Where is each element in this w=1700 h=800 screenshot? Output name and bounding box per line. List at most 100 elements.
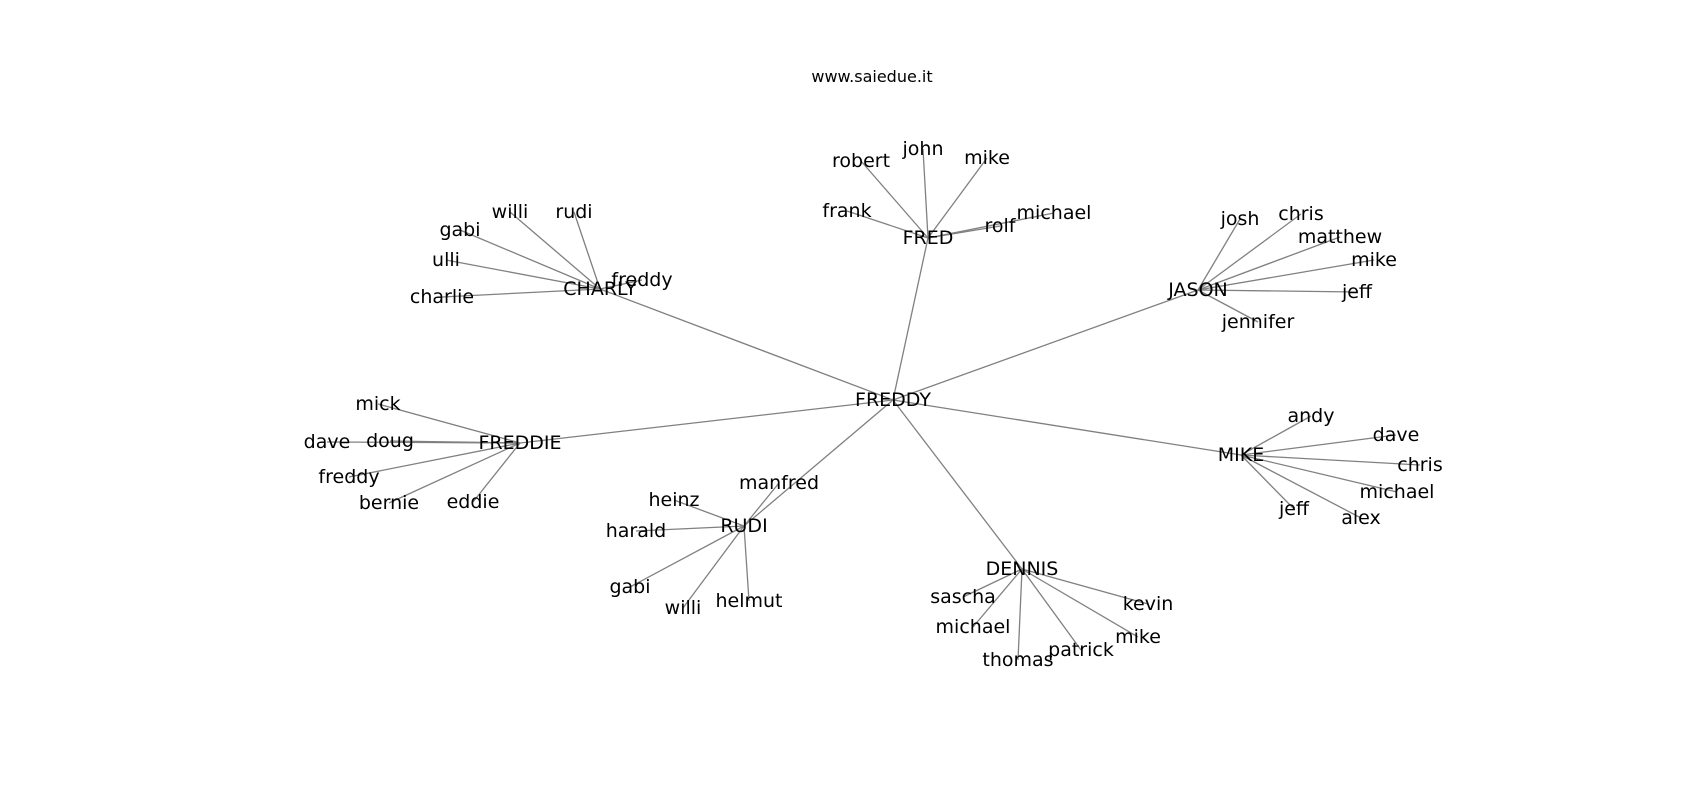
edge-hub-leaf (846, 210, 929, 239)
leaf-node-label: heinz (648, 489, 699, 511)
leaf-node-label: dave (304, 431, 351, 453)
leaf-node-label: alex (1341, 507, 1381, 529)
leaf-node-label: helmut (715, 590, 782, 612)
leaf-node-label: charlie (410, 286, 474, 308)
edge-hub-leaf (673, 499, 745, 527)
edge-hub-leaf (1021, 568, 1149, 605)
hub-node-label: MIKE (1218, 444, 1264, 466)
edge-hub-leaf (1021, 568, 1139, 638)
leaf-node-label: matthew (1298, 226, 1382, 248)
hub-node-label: CHARLY (563, 278, 637, 300)
page-title: www.saiedue.it (811, 67, 932, 86)
leaf-node-label: patrick (1048, 639, 1114, 661)
edge-root-hub (519, 399, 894, 444)
leaf-node-label: sascha (930, 586, 996, 608)
leaf-node-label: doug (366, 430, 414, 452)
edge-root-hub (892, 237, 929, 401)
edge-hub-leaf (743, 525, 750, 602)
leaf-node-label: chris (1397, 454, 1442, 476)
leaf-node-label: freddy (318, 466, 379, 488)
edge-hub-leaf (927, 212, 1055, 239)
edge-hub-leaf (927, 225, 1001, 239)
leaf-node-label: mike (964, 147, 1010, 169)
hub-node-label: DENNIS (986, 558, 1059, 580)
edge-hub-leaf (629, 525, 745, 588)
edge-hub-leaf (1017, 568, 1023, 661)
leaf-node-label: michael (936, 616, 1011, 638)
leaf-node-label: john (902, 138, 944, 160)
hub-node-label: JASON (1167, 279, 1228, 301)
leaf-node-label: mike (1115, 626, 1161, 648)
edge-hub-leaf (573, 211, 601, 290)
leaf-node-label: jennifer (1221, 311, 1295, 333)
edge-hub-leaf (743, 482, 780, 527)
edge-hub-leaf (1240, 434, 1397, 456)
edge-hub-leaf (1197, 289, 1358, 293)
edge-hub-leaf (1197, 213, 1302, 291)
leaf-node-label: mike (1351, 249, 1397, 271)
leaf-node-label: gabi (439, 219, 480, 241)
leaf-node-label: jeff (1278, 498, 1310, 520)
hub-node-label: FREDDIE (478, 432, 561, 454)
edge-hub-leaf (1197, 236, 1341, 291)
leaf-node-label: willi (492, 201, 529, 223)
hub-node-label: FRED (903, 227, 954, 249)
edge-root-hub (599, 288, 894, 401)
leaf-node-label: josh (1220, 208, 1260, 230)
edge-root-hub (743, 399, 894, 527)
edge-hub-leaf (459, 229, 601, 290)
leaf-node-label: manfred (739, 472, 819, 494)
leaf-node-label: gabi (609, 576, 650, 598)
edge-hub-leaf (441, 288, 601, 298)
leaf-node-label: michael (1017, 202, 1092, 224)
leaf-node-label: robert (832, 150, 890, 172)
edge-hub-leaf (1240, 415, 1312, 456)
leaf-node-label: andy (1288, 405, 1335, 427)
edge-hub-leaf (972, 568, 1023, 628)
edge-hub-leaf (635, 525, 745, 532)
edge-hub-leaf (962, 568, 1023, 598)
leaf-node-label: eddie (447, 491, 500, 513)
leaf-node-label: rolf (985, 215, 1017, 237)
edge-hub-leaf (377, 403, 521, 444)
edge-hub-leaf (445, 259, 601, 290)
edge-hub-leaf (1240, 454, 1295, 510)
edge-hub-leaf (1197, 259, 1375, 291)
leaf-node-label: willi (665, 597, 702, 619)
root-node-label: FREDDY (855, 389, 931, 411)
leaf-node-label: chris (1278, 203, 1323, 225)
edge-hub-leaf (1240, 454, 1398, 493)
leaf-node-label: kevin (1123, 593, 1174, 615)
leaf-node-label: bernie (359, 492, 419, 514)
leaf-node-label: frank (822, 200, 871, 222)
edge-root-hub (892, 289, 1199, 401)
edge-hub-leaf (1240, 454, 1421, 466)
edge-hub-leaf (509, 211, 601, 290)
edge-root-hub (892, 399, 1023, 570)
edge-hub-leaf (388, 442, 521, 504)
leaf-node-label: michael (1360, 481, 1435, 503)
edge-hub-leaf (1197, 289, 1259, 323)
leaf-node-label: rudi (555, 201, 592, 223)
edge-hub-leaf (927, 157, 988, 239)
leaf-node-label: harald (606, 520, 666, 542)
edge-hub-leaf (682, 525, 745, 609)
leaf-node-label: ulli (432, 249, 460, 271)
leaf-node-label: dave (1373, 424, 1420, 446)
edges-layer (326, 148, 1421, 661)
edge-hub-leaf (599, 279, 643, 290)
edge-hub-leaf (922, 148, 929, 239)
edge-hub-leaf (860, 160, 929, 239)
edge-root-hub (892, 399, 1242, 456)
edge-hub-leaf (1240, 454, 1362, 519)
edge-hub-leaf (1197, 218, 1241, 291)
edge-hub-leaf (472, 442, 521, 503)
leaf-node-label: freddy (611, 269, 672, 291)
edge-hub-leaf (1021, 568, 1082, 651)
edge-hub-leaf (389, 440, 521, 444)
leaf-node-label: thomas (982, 649, 1053, 671)
leaf-node-label: mick (355, 393, 400, 415)
edge-hub-leaf (348, 442, 521, 478)
